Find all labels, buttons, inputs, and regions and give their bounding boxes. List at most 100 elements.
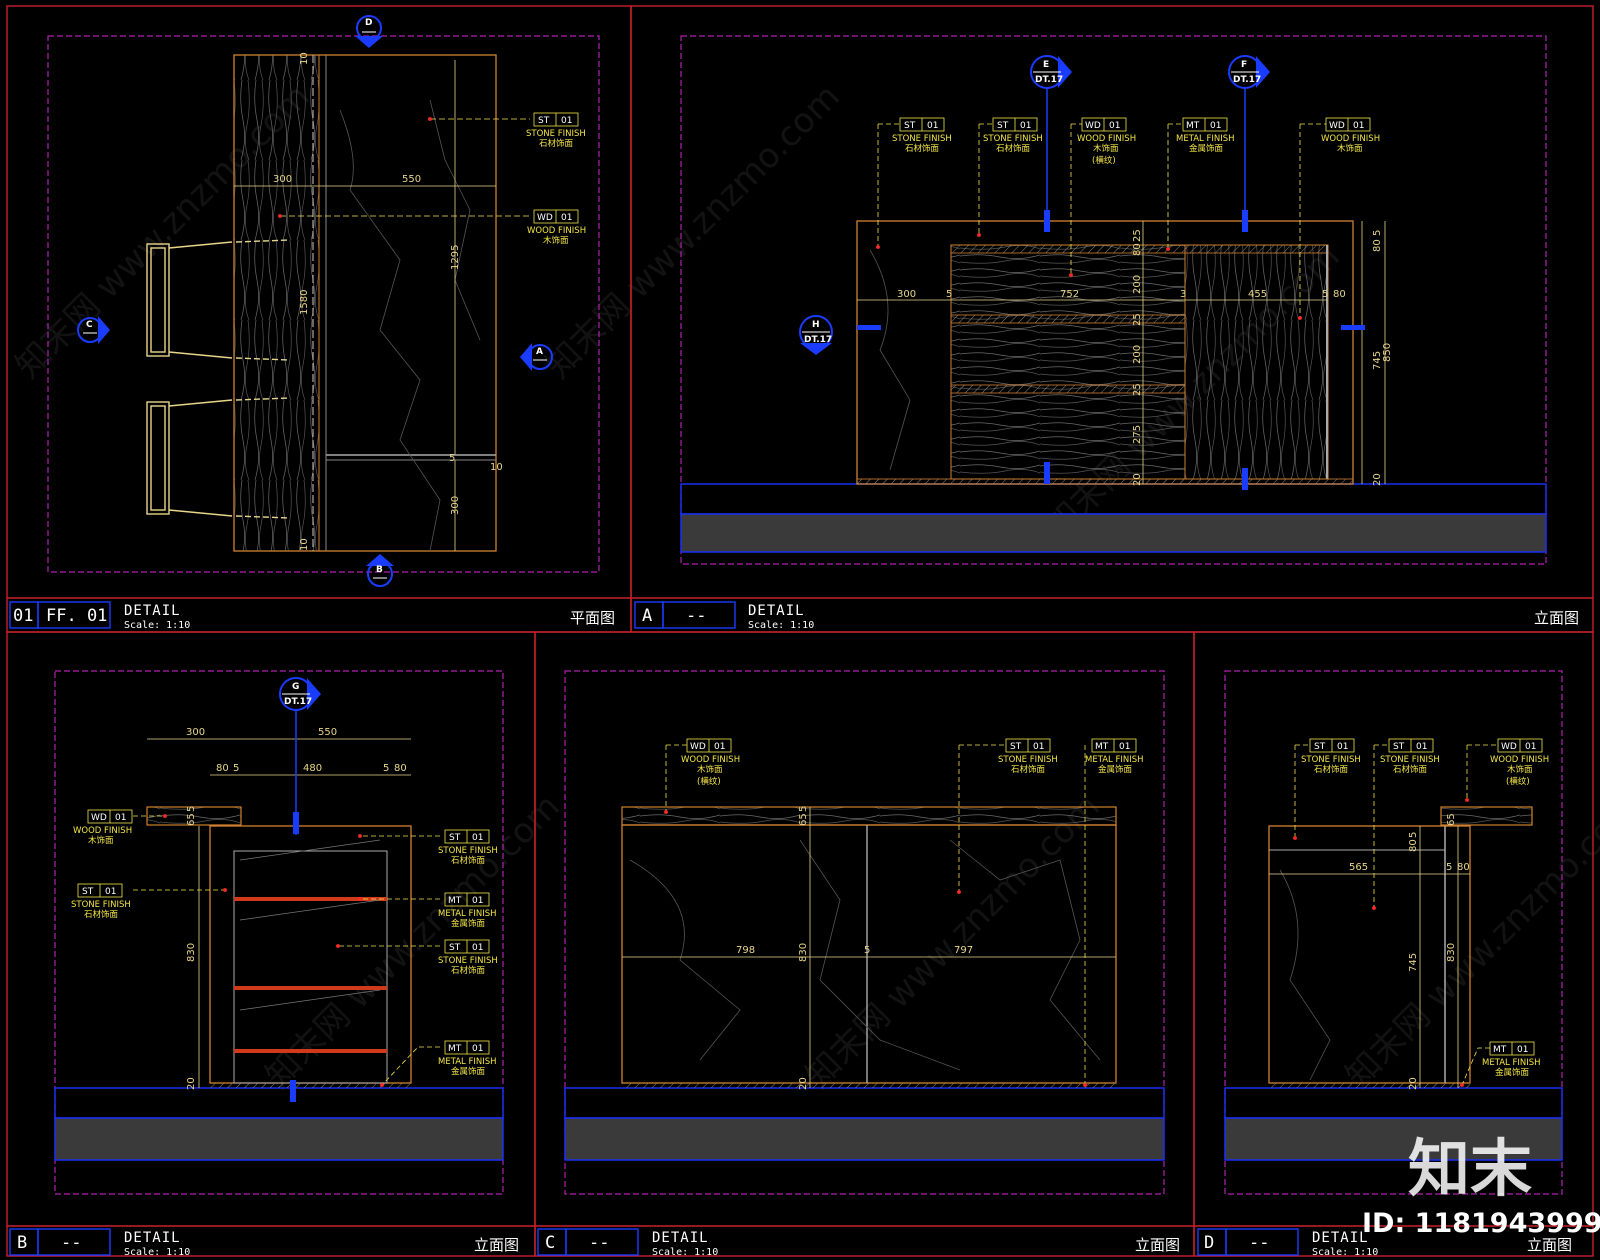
dim-label: 20 [186, 1077, 197, 1090]
dim-label: 20 [798, 1077, 809, 1090]
tag-line: WOOD FINISH [1077, 134, 1136, 144]
dim-label: 80 [394, 763, 407, 774]
tag-line: STONE FINISH [438, 846, 498, 856]
watermark-logo: 知末 [1408, 1132, 1532, 1205]
dim-label: 20 [1132, 473, 1143, 486]
tag-num: 01 [472, 896, 483, 906]
title-scale: Scale: 1:10 [124, 1247, 190, 1258]
dimension-lines [622, 807, 1116, 1088]
dim-label: 10 [299, 538, 310, 551]
tag-line: WOOD FINISH [527, 226, 586, 236]
tag-code: MT [1493, 1045, 1507, 1055]
material-tag: ST 01 STONE FINISH 石材饰面 [428, 112, 586, 149]
dim-label: 5 [186, 806, 197, 812]
tag-code: ST [904, 121, 916, 131]
title-scale: Scale: 1:10 [748, 620, 814, 631]
tag-line: METAL FINISH [1482, 1058, 1541, 1068]
tag-num: 01 [561, 116, 572, 126]
dim-label: 798 [736, 945, 755, 956]
material-tag: MT 01 METAL FINISH 金属饰面 [1083, 738, 1144, 1087]
tag-line-cn: 木饰面 [1337, 143, 1363, 154]
tag-line-cn: 金属饰面 [451, 1066, 486, 1077]
tag-line-note: (横纹) [1506, 776, 1530, 787]
tag-num: 01 [1517, 1045, 1528, 1055]
title-ref: FF. 01 [46, 606, 107, 626]
dim-label: 5 [946, 289, 952, 300]
viewport-plan [47, 35, 600, 573]
section-marker-g: G DT.17 [279, 677, 321, 1102]
title-ref: -- [61, 1233, 81, 1253]
tag-code: WD [690, 742, 706, 752]
dim-label: 1580 [299, 290, 310, 315]
marker-letter: E [1043, 60, 1049, 70]
material-tag: ST 01 STONE FINISH 石材饰面 [336, 939, 498, 976]
tag-line: STONE FINISH [1380, 755, 1440, 765]
dim-label: 5 [1322, 289, 1328, 300]
title-block-d: D -- DETAIL Scale: 1:10 立面图 [1197, 1228, 1572, 1258]
tag-line-cn: 石材饰面 [539, 138, 574, 149]
tag-num: 01 [1210, 121, 1221, 131]
tag-line: METAL FINISH [438, 909, 497, 919]
title-scale: Scale: 1:10 [652, 1247, 718, 1258]
title-id: D [1204, 1233, 1214, 1253]
title-id: A [642, 606, 652, 626]
tag-num: 01 [472, 943, 483, 953]
tag-num: 01 [1119, 742, 1130, 752]
marker-sheet: DT.17 [284, 697, 312, 707]
dim-label: 65 [186, 813, 197, 826]
dim-label: 830 [1446, 943, 1457, 962]
floor-slab [1224, 1117, 1563, 1161]
tag-line-cn: 石材饰面 [905, 143, 940, 154]
dim-label: 80 [1372, 239, 1383, 252]
material-tag: WD 01 WOOD FINISH 木饰面 (横纹) [664, 738, 740, 814]
tag-line: STONE FINISH [526, 129, 586, 139]
dim-label: 80 [1408, 839, 1419, 852]
section-marker-e: E DT.17 [1030, 55, 1072, 484]
material-tag: WD 01 WOOD FINISH 木饰面 (横纹) [1069, 117, 1136, 277]
section-marker-c: C [77, 316, 110, 344]
tag-code: WD [537, 213, 553, 223]
marker-sheet: DT.17 [804, 335, 832, 345]
dim-label: 752 [1060, 289, 1079, 300]
title-id: C [545, 1233, 555, 1253]
tag-num: 01 [927, 121, 938, 131]
tag-line: METAL FINISH [1085, 755, 1144, 765]
dim-label: 300 [186, 727, 205, 738]
tag-num: 01 [472, 1044, 483, 1054]
dim-label: 80 [1457, 862, 1470, 873]
marker-letter: D [365, 18, 372, 28]
tag-num: 01 [1353, 121, 1364, 131]
tag-num: 01 [714, 742, 725, 752]
title-text: DETAIL [124, 1230, 181, 1246]
wood-top [621, 806, 1117, 826]
tag-line-cn: 木饰面 [88, 835, 114, 846]
viewports [47, 35, 1563, 1195]
viewport-elev-d [1224, 670, 1563, 1195]
dim-label: 300 [897, 289, 916, 300]
tag-line-cn: 石材饰面 [996, 143, 1031, 154]
dim-label: 550 [402, 174, 421, 185]
tag-line: METAL FINISH [1176, 134, 1235, 144]
material-tag: ST 01 STONE FINISH 石材饰面 [1293, 738, 1361, 840]
title-id: 01 [13, 606, 33, 626]
tag-code: MT [1186, 121, 1200, 131]
tag-line: WOOD FINISH [1490, 755, 1549, 765]
wood-top [146, 806, 242, 826]
dim-label: 5 [383, 763, 389, 774]
section-marker-a: A [520, 343, 553, 371]
tag-line-cn: 金属饰面 [451, 918, 486, 929]
dim-label: 5 [1408, 832, 1419, 838]
dimension-lines [857, 221, 1386, 484]
tag-code: MT [448, 896, 462, 906]
wood-top [1440, 806, 1533, 826]
tag-code: WD [1085, 121, 1101, 131]
dim-label: 20 [1372, 473, 1383, 486]
tag-line: WOOD FINISH [681, 755, 740, 765]
tag-num: 01 [1109, 121, 1120, 131]
view-type: 立面图 [1534, 609, 1579, 627]
tag-code: WD [1329, 121, 1345, 131]
marker-sheet: DT.17 [1233, 75, 1261, 85]
dim-label: 25 [1132, 229, 1143, 242]
dim-label: 797 [954, 945, 973, 956]
